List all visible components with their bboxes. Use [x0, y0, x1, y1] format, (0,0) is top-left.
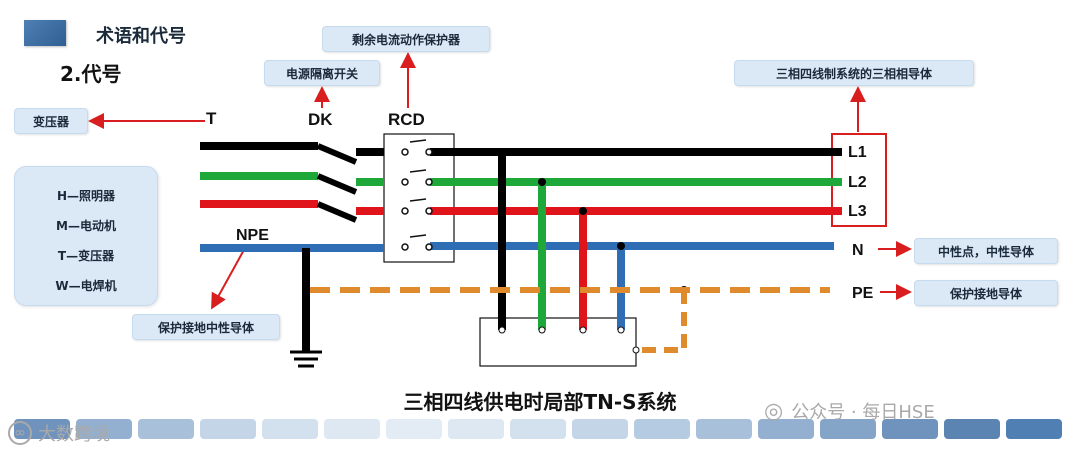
header-logo-square — [24, 20, 66, 46]
neutral-label-box: 中性点，中性导体 — [914, 238, 1058, 264]
rcd-contacts — [401, 139, 433, 251]
legend-box: H—照明器 M—电动机 T—变压器 W—电焊机 — [14, 166, 158, 306]
legend-item: W—电焊机 — [55, 279, 117, 293]
dk-label-box: 电源隔离开关 — [264, 60, 380, 86]
page-title: 术语和代号 — [96, 26, 186, 47]
wire-L2-left — [200, 172, 384, 186]
watermark-left: ∞ 大数跨境 — [8, 420, 110, 446]
brand-circle-icon: ∞ — [8, 421, 32, 445]
legend-item: H—照明器 — [56, 189, 116, 203]
label-DK: DK — [308, 110, 333, 129]
wechat-icon: ◎ — [764, 398, 784, 424]
pe-label-box: 保护接地导体 — [914, 280, 1058, 306]
legend-item: M—电动机 — [56, 219, 116, 233]
wire-L3-left — [200, 200, 384, 215]
rcd-box — [383, 133, 455, 263]
legend-item: T—变压器 — [57, 249, 115, 263]
watermark-right-text: 公众号 · 每日HSE — [791, 402, 935, 423]
dk-switch-L2 — [316, 173, 358, 195]
label-NPE: NPE — [236, 227, 269, 244]
wire-PE-drop — [640, 290, 687, 353]
junction-dots — [538, 178, 688, 294]
npe-label-box: 保护接地中性导体 — [132, 314, 280, 340]
label-RCD: RCD — [388, 110, 425, 129]
watermark-left-text: 大数跨境 — [38, 424, 110, 445]
three-phase-label-box: 三相四线制系统的三相相导体 — [734, 60, 974, 86]
rcd-label-box: 剩余电流动作保护器 — [322, 26, 490, 52]
section-title: 2.代号 — [60, 62, 122, 86]
diagram-caption: 三相四线供电时局部TN-S系统 — [403, 390, 677, 414]
transformer-label-box: 变压器 — [14, 108, 88, 134]
dk-switch-L3 — [316, 201, 358, 223]
wire-L1-left — [200, 142, 384, 156]
label-N: N — [852, 242, 864, 259]
arrow-to-npe-label — [211, 247, 246, 310]
dk-switch-L1 — [316, 143, 358, 165]
load-terminals — [498, 326, 640, 354]
load-box — [479, 317, 637, 367]
ground-symbol-icon — [290, 350, 322, 368]
label-T: T — [206, 109, 217, 128]
label-L2: L2 — [848, 174, 867, 191]
label-L3: L3 — [848, 203, 867, 220]
watermark-right: ◎ 公众号 · 每日HSE — [764, 398, 935, 424]
label-L1: L1 — [848, 144, 867, 161]
label-PE: PE — [852, 285, 874, 302]
